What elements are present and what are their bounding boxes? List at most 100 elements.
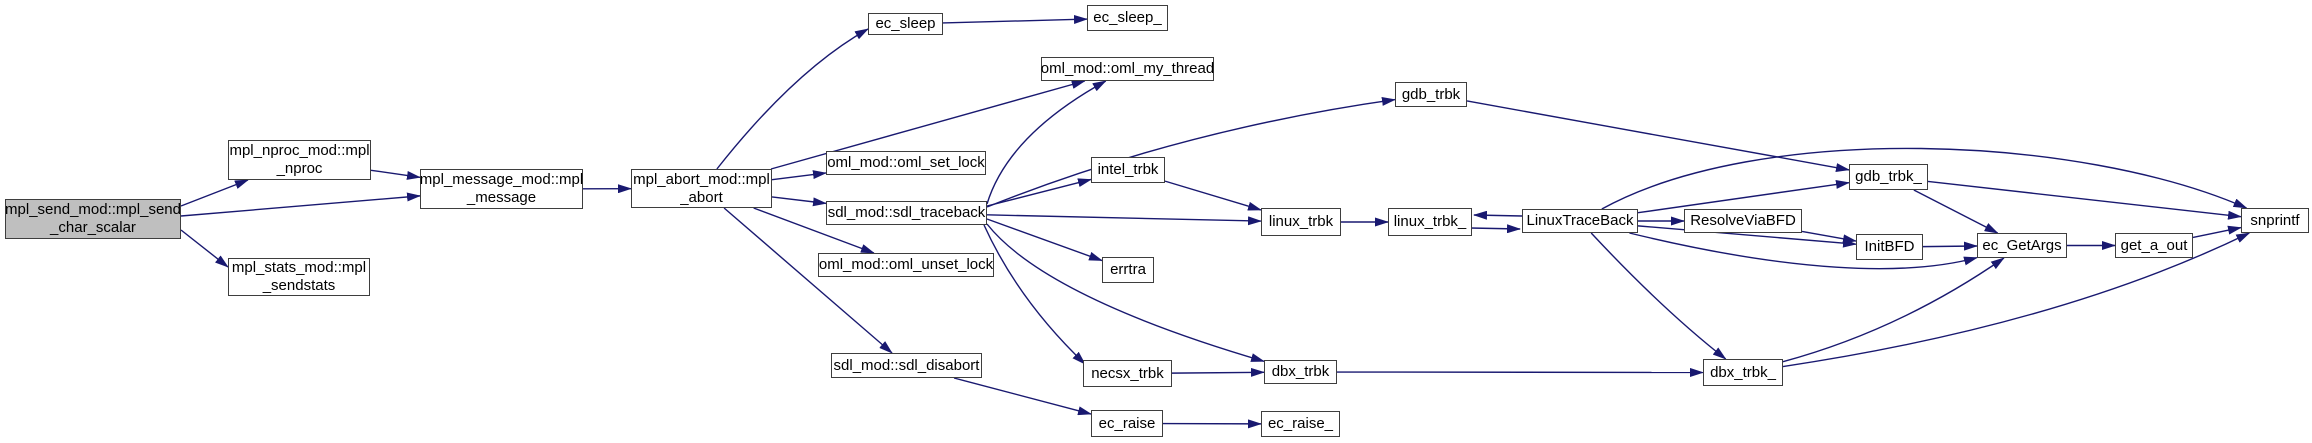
edge-mpl_send-to-mpl_message <box>180 192 421 217</box>
node-label-line: oml_mod::oml_set_lock <box>827 154 985 171</box>
node-label-line: _sendstats <box>262 277 336 294</box>
graph-node-ec_sleep[interactable]: ec_sleep <box>868 13 943 35</box>
graph-node-oml_unset_lock[interactable]: oml_mod::oml_unset_lock <box>818 253 994 277</box>
graph-node-sdl_traceback[interactable]: sdl_mod::sdl_traceback <box>826 201 987 225</box>
edge-linux_trbk_-to-LinuxTraceBack <box>1469 224 1521 234</box>
edge-mpl_send-to-mpl_sendstats <box>180 229 229 268</box>
node-label-line: _nproc <box>276 160 323 177</box>
edge-dbx_trbk_-to-snprintf <box>1782 232 2251 368</box>
graph-node-oml_my_thread[interactable]: oml_mod::oml_my_thread <box>1041 57 1214 81</box>
graph-node-mpl_message[interactable]: mpl_message_mod::mpl_message <box>420 169 583 209</box>
graph-node-ec_GetArgs[interactable]: ec_GetArgs <box>1977 233 2067 258</box>
edge-sdl_traceback-to-necsx_trbk <box>983 224 1086 365</box>
node-label-line: sdl_mod::sdl_traceback <box>827 204 986 221</box>
node-label-line: mpl_message_mod::mpl <box>419 171 584 188</box>
edge-sdl_traceback-to-intel_trbk <box>986 178 1092 207</box>
edge-mpl_send-to-mpl_nproc <box>180 179 249 207</box>
edge-ResolveViaBFD-to-InitBFD <box>1801 230 1857 244</box>
node-label-line: errtra <box>1110 261 1146 278</box>
node-label-line: oml_mod::oml_unset_lock <box>818 256 994 273</box>
graph-node-oml_set_lock[interactable]: oml_mod::oml_set_lock <box>826 151 986 175</box>
edge-sdl_traceback-to-errtra <box>986 218 1103 262</box>
graph-node-ec_raise_[interactable]: ec_raise_ <box>1261 411 1340 437</box>
node-label-line: dbx_trbk_ <box>1710 363 1776 381</box>
node-label-line: mpl_nproc_mod::mpl <box>229 142 370 159</box>
edge-LinuxTraceBack-to-InitBFD <box>1637 225 1857 248</box>
edge-ec_sleep-to-ec_sleep_ <box>942 14 1088 24</box>
edge-mpl_abort-to-oml_my_thread <box>770 80 1086 170</box>
edge-necsx_trbk-to-dbx_trbk <box>1171 367 1265 377</box>
graph-node-necsx_trbk[interactable]: necsx_trbk <box>1083 360 1172 387</box>
graph-node-LinuxTraceBack[interactable]: LinuxTraceBack <box>1522 209 1638 233</box>
graph-node-gdb_trbk_[interactable]: gdb_trbk_ <box>1849 164 1928 190</box>
graph-node-mpl_nproc[interactable]: mpl_nproc_mod::mpl_nproc <box>228 140 371 180</box>
node-label-line: gdb_trbk <box>1401 85 1461 103</box>
edge-mpl_abort-to-sdl_traceback <box>771 196 827 207</box>
graph-node-ec_raise[interactable]: ec_raise <box>1091 410 1163 437</box>
edge-InitBFD-to-ec_GetArgs <box>1922 241 1978 251</box>
node-label-line: _abort <box>680 188 723 206</box>
edge-gdb_trbk-to-gdb_trbk_ <box>1466 100 1850 172</box>
node-label-line: intel_trbk <box>1097 161 1159 178</box>
edge-mpl_abort-to-sdl_disabort <box>723 207 893 354</box>
edge-sdl_traceback-to-dbx_trbk <box>986 223 1265 362</box>
node-label-line: get_a_out <box>2120 236 2188 254</box>
node-label-line: linux_trbk_ <box>1393 213 1467 230</box>
edge-sdl_traceback-to-gdb_trbk <box>986 96 1396 208</box>
edge-sdl_traceback-to-oml_my_thread <box>986 80 1107 205</box>
node-label-line: ec_sleep <box>875 15 936 32</box>
graph-node-dbx_trbk[interactable]: dbx_trbk <box>1264 360 1337 384</box>
graph-node-sdl_disabort[interactable]: sdl_mod::sdl_disabort <box>831 353 982 378</box>
edge-LinuxTraceBack-to-linux_trbk_ <box>1473 210 1523 220</box>
graph-node-mpl_send: mpl_send_mod::mpl_send_char_scalar <box>5 199 181 239</box>
node-label-line: ResolveViaBFD <box>1690 212 1796 229</box>
node-label-line: ec_raise <box>1098 414 1156 432</box>
node-label-line: necsx_trbk <box>1091 364 1164 382</box>
node-label-line: ec_GetArgs <box>1982 236 2062 254</box>
edge-sdl_disabort-to-ec_raise <box>953 377 1092 416</box>
node-label-line: sdl_mod::sdl_disabort <box>833 356 980 374</box>
node-label-line: _message <box>466 189 537 206</box>
graph-node-linux_trbk[interactable]: linux_trbk <box>1261 208 1341 236</box>
edge-mpl_abort-to-oml_unset_lock <box>753 207 875 254</box>
node-label-line: _char_scalar <box>50 219 136 236</box>
edge-mpl_abort-to-oml_set_lock <box>771 170 827 181</box>
node-label-line: snprintf <box>2250 211 2300 229</box>
edge-gdb_trbk_-to-snprintf <box>1927 180 2242 220</box>
edge-LinuxTraceBack-to-snprintf <box>1601 147 2248 210</box>
node-label-line: gdb_trbk_ <box>1855 168 1922 185</box>
node-label-line: oml_mod::oml_my_thread <box>1040 60 1215 77</box>
node-label-line: dbx_trbk <box>1271 363 1330 380</box>
graph-node-get_a_out[interactable]: get_a_out <box>2115 233 2193 258</box>
graph-node-mpl_sendstats[interactable]: mpl_stats_mod::mpl_sendstats <box>228 258 370 296</box>
edge-dbx_trbk_-to-ec_GetArgs <box>1782 257 2005 363</box>
node-label-line: InitBFD <box>1864 238 1915 255</box>
node-label-line: LinuxTraceBack <box>1526 212 1634 229</box>
edge-LinuxTraceBack-to-ec_GetArgs <box>1629 232 1978 270</box>
edge-mpl_nproc-to-mpl_message <box>370 169 421 180</box>
graph-node-intel_trbk[interactable]: intel_trbk <box>1091 157 1165 183</box>
edge-LinuxTraceBack-to-gdb_trbk_ <box>1637 180 1850 214</box>
graph-node-gdb_trbk[interactable]: gdb_trbk <box>1395 82 1467 107</box>
node-label-line: ec_raise_ <box>1267 415 1334 432</box>
node-label-line: mpl_stats_mod::mpl <box>231 259 367 276</box>
graph-node-dbx_trbk_[interactable]: dbx_trbk_ <box>1703 359 1783 386</box>
graph-node-errtra[interactable]: errtra <box>1102 257 1154 283</box>
edge-LinuxTraceBack-to-dbx_trbk_ <box>1590 232 1727 360</box>
edge-intel_trbk-to-linux_trbk <box>1164 180 1262 211</box>
node-label-line: linux_trbk <box>1268 213 1334 230</box>
graph-node-linux_trbk_[interactable]: linux_trbk_ <box>1388 208 1472 236</box>
graph-node-snprintf[interactable]: snprintf <box>2241 208 2309 233</box>
node-label-line: mpl_abort_mod::mpl <box>633 170 770 188</box>
graph-node-ResolveViaBFD[interactable]: ResolveViaBFD <box>1684 209 1802 233</box>
edge-get_a_out-to-snprintf <box>2192 225 2242 239</box>
edge-mpl_abort-to-ec_sleep <box>716 28 869 170</box>
edge-gdb_trbk_-to-ec_GetArgs <box>1913 189 1999 234</box>
edge-sdl_traceback-to-linux_trbk <box>986 214 1262 226</box>
graph-node-ec_sleep_[interactable]: ec_sleep_ <box>1087 5 1168 31</box>
graph-node-mpl_abort[interactable]: mpl_abort_mod::mpl_abort <box>631 169 772 208</box>
graph-node-InitBFD[interactable]: InitBFD <box>1856 234 1923 260</box>
node-label-line: mpl_send_mod::mpl_send <box>5 201 181 218</box>
